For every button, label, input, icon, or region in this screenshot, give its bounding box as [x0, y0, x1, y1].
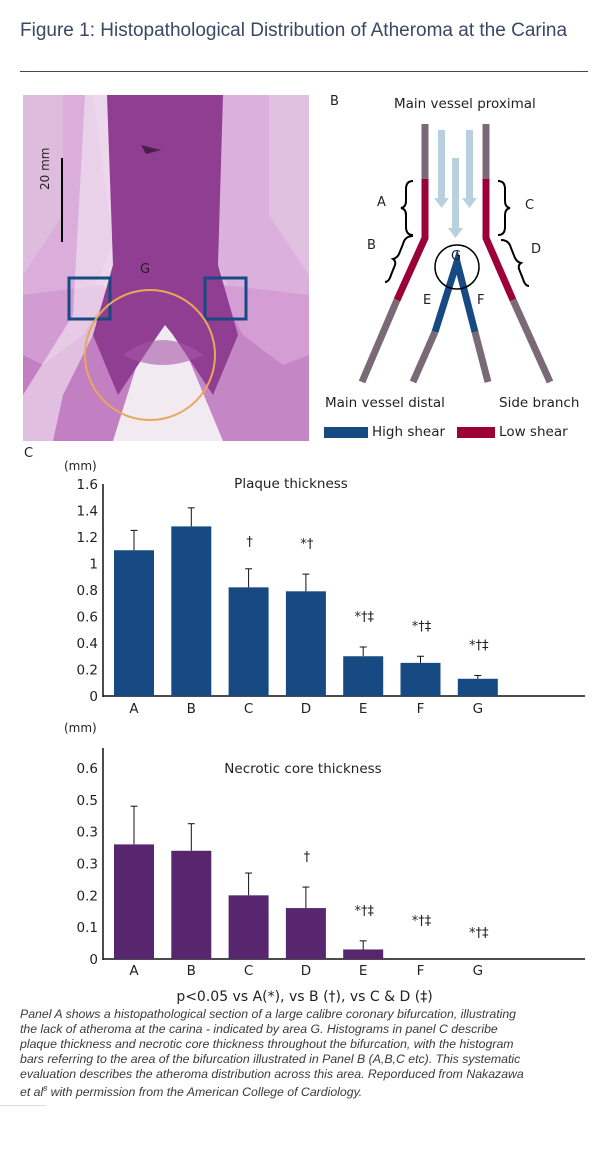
segment-d-label: D [531, 242, 542, 257]
x-tick-label: E [359, 963, 368, 979]
bar-A [114, 550, 154, 696]
flow-arrows [434, 130, 477, 238]
y-tick-label: 1.2 [77, 530, 98, 546]
y-tick-label: 0.1 [77, 920, 98, 936]
caption-line: plaque thickness and necrotic core thick… [20, 1037, 514, 1051]
segment-b-label: B [367, 238, 376, 253]
main-vessel-proximal-label: Main vessel proximal [394, 96, 536, 112]
y-tick-label: 1.6 [77, 477, 98, 493]
x-tick-label: G [473, 963, 483, 979]
significance-marker: *†‡ [469, 926, 489, 941]
y-tick-label: 1 [89, 557, 98, 573]
caption-line: bars referring to the area of the bifurc… [20, 1052, 521, 1066]
x-tick-label: C [244, 963, 253, 979]
legend: High shear Low shear [324, 424, 568, 440]
bar-F [400, 662, 441, 696]
y-axis-unit-label: (mm) [64, 721, 97, 735]
x-tick-label: E [359, 701, 368, 717]
y-tick-label: 0.2 [77, 888, 98, 904]
chart-title: Plaque thickness [234, 476, 348, 492]
significance-marker: *†‡ [412, 619, 432, 634]
x-tick-label: C [244, 701, 253, 717]
x-tick-label: G [473, 701, 483, 717]
x-tick-label: F [417, 701, 425, 717]
bar-E [343, 656, 384, 696]
panel-c-label: C [24, 446, 34, 461]
x-tick-label: B [187, 963, 196, 979]
significance-marker: *† [300, 537, 314, 552]
segment-a-label: A [377, 195, 386, 210]
footer-rule [0, 1105, 46, 1106]
y-tick-label: 0 [89, 689, 98, 705]
legend-swatch-high-shear [324, 426, 368, 438]
y-tick-label: 0 [89, 952, 98, 968]
bar-B [171, 850, 212, 959]
x-tick-label: A [129, 701, 139, 717]
bar-D [285, 908, 326, 959]
legend-label-high-shear: High shear [372, 424, 446, 440]
segment-e-label: E [423, 293, 432, 308]
segment-g-label: G [451, 249, 462, 264]
significance-marker: † [304, 850, 311, 865]
caption-line: evaluation describes the atheroma distri… [20, 1067, 524, 1081]
significance-marker: † [246, 535, 253, 550]
reference-superscript: 8 [43, 1086, 48, 1093]
main-vessel-distal-label: Main vessel distal [325, 395, 445, 411]
figure-title: Figure 1: Histopathological Distribution… [20, 20, 568, 41]
chart-title: Necrotic core thickness [224, 761, 381, 777]
bifurcation-diagram [358, 124, 554, 384]
panel-c-charts: (mm) Plaque thickness 0 0.2 0.4 0.6 0.8 1 1.2 1.4… [64, 459, 585, 979]
legend-swatch-low-shear [457, 426, 496, 438]
x-tick-label: D [301, 701, 311, 717]
bar-B [171, 526, 212, 696]
y-tick-label: 1.4 [77, 504, 98, 520]
x-tick-label: F [417, 963, 425, 979]
caption-end: with permission from the American Colleg… [47, 1085, 363, 1100]
segment-braces [384, 180, 530, 287]
segment-c-label: C [525, 198, 535, 213]
panel-b-label: B [330, 94, 339, 109]
caption-line: et al8 with permission from the American… [20, 1082, 595, 1100]
carina-region-circle [84, 289, 216, 421]
x-tick-label: B [187, 701, 196, 717]
caption-line: the lack of atheroma at the carina - ind… [20, 1022, 498, 1036]
region-box-left [67, 276, 112, 321]
bar-C [228, 895, 269, 959]
significance-marker: *†‡ [354, 904, 374, 919]
title-divider [20, 71, 588, 72]
y-tick-label: 0.3 [77, 857, 98, 873]
caption-citation: et al [20, 1085, 44, 1100]
y-tick-label: 0.5 [77, 793, 98, 809]
segment-f-label: F [477, 293, 485, 308]
carina-circle [434, 244, 480, 290]
y-tick-label: 0.6 [77, 610, 98, 626]
histology-section-image [23, 95, 309, 441]
region-box-right [203, 276, 248, 321]
y-tick-label: 0.3 [77, 825, 98, 841]
x-tick-label: D [301, 963, 311, 979]
bar-D [285, 591, 326, 696]
legend-label-low-shear: Low shear [499, 424, 568, 440]
bar-A [114, 844, 154, 959]
side-branch-label: Side branch [499, 395, 580, 411]
significance-marker: *†‡ [412, 914, 432, 929]
significance-marker: *†‡ [469, 638, 489, 653]
y-tick-label: 0.4 [77, 636, 98, 652]
y-axis-unit-label: (mm) [64, 459, 97, 473]
figure-caption: Panel A shows a histopathological sectio… [20, 1007, 595, 1100]
region-g-label: G [140, 262, 151, 277]
y-tick-label: 0.2 [77, 663, 98, 679]
y-tick-label: 0.6 [77, 761, 98, 777]
significance-note: p<0.05 vs A(*), vs B (†), vs C & D (‡) [176, 989, 433, 1005]
significance-marker: *†‡ [354, 610, 374, 625]
caption-line: Panel A shows a histopathological sectio… [20, 1007, 517, 1021]
y-tick-label: 0.8 [77, 583, 98, 599]
bar-C [228, 587, 269, 696]
bar-E [343, 949, 384, 959]
bar-G [457, 678, 498, 696]
x-tick-label: A [129, 963, 139, 979]
